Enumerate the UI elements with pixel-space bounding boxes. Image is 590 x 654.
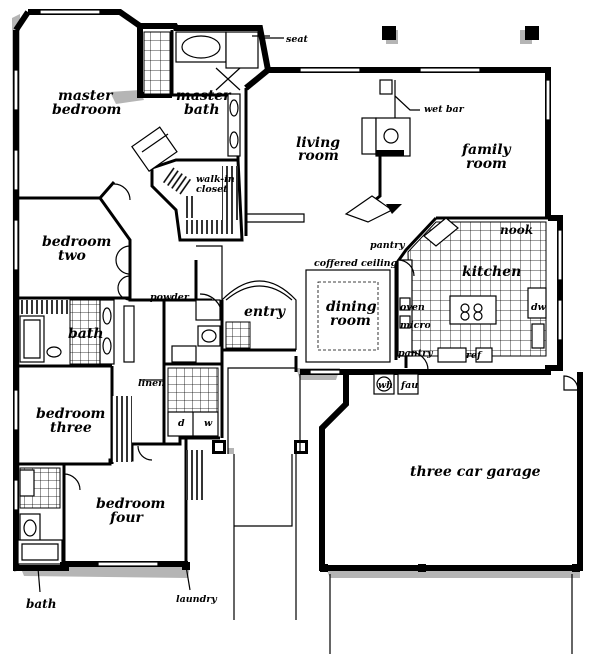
- linen-label: linen: [138, 378, 165, 389]
- fireplace: [344, 79, 420, 223]
- kitchen-label: kitchen: [462, 264, 521, 280]
- coffered-ceiling-label: coffered ceiling: [314, 258, 398, 269]
- three-car-garage-label: three car garage: [410, 464, 541, 480]
- kitchen-fixtures: [397, 217, 547, 371]
- dining-room-label-1: dining: [326, 299, 377, 315]
- family-room-label-2: room: [466, 156, 507, 172]
- bedroom-three-label-2: three: [50, 420, 92, 436]
- garage: [563, 375, 579, 391]
- oven-label: oven: [400, 302, 425, 313]
- pantry-bottom-label: pantry: [398, 348, 434, 359]
- ref-label: ref: [466, 350, 483, 361]
- micro-label: micro: [400, 320, 431, 331]
- bedroom-two-label-2: two: [58, 248, 86, 264]
- dining-coffered: [305, 269, 391, 363]
- entry-fixtures: [220, 280, 301, 380]
- wet-bar-label: wet bar: [424, 104, 465, 115]
- entry-label: entry: [244, 304, 286, 320]
- utility: [373, 373, 419, 395]
- master-bedroom-label-2: bedroom: [52, 102, 121, 118]
- master-bath-label-1: master: [176, 88, 232, 104]
- master-bath-fixtures: [143, 31, 270, 157]
- master-bath-label-2: bath: [184, 102, 220, 118]
- dw-label: dw: [531, 302, 547, 313]
- nook-label: nook: [500, 223, 533, 237]
- hall-bath: [19, 299, 135, 365]
- windows: [13, 9, 563, 567]
- dryer-label: d: [178, 418, 185, 429]
- walk-in-closet-label-2: closet: [196, 184, 228, 195]
- bedroom-four-label-1: bedroom: [96, 496, 165, 512]
- washer-label: w: [204, 418, 213, 429]
- posts: [60, 26, 580, 572]
- bedroom-four-bath: [17, 450, 206, 565]
- bedroom-three-closet: [112, 396, 132, 462]
- pantry-top-label: pantry: [370, 240, 406, 251]
- walk-in-closet-label-1: walk-in: [196, 174, 235, 185]
- wh-label: wh: [378, 380, 393, 391]
- seat-label: seat: [286, 34, 309, 45]
- walk-in-closet: [131, 126, 244, 242]
- powder-label: powder: [150, 292, 190, 303]
- room-labels: master bedroom master bath seat wet bar …: [26, 34, 547, 611]
- living-room-label-2: room: [298, 148, 339, 164]
- bedroom-three-label-1: bedroom: [36, 406, 105, 422]
- master-bedroom-label-1: master: [58, 88, 114, 104]
- bedroom-two-doors: [113, 183, 131, 301]
- walkways: [37, 37, 573, 654]
- laundry-label: laundry: [176, 594, 218, 605]
- bedroom-two-label-1: bedroom: [42, 234, 111, 250]
- family-room-label-1: family: [461, 142, 512, 158]
- bedroom-four-label-2: four: [109, 510, 145, 526]
- bath-bottom-label: bath: [26, 597, 56, 611]
- dining-room-label-2: room: [330, 313, 371, 329]
- living-room-label-1: living: [296, 135, 340, 151]
- fau-label: fau: [400, 380, 418, 391]
- bath-mid-label: bath: [68, 326, 104, 342]
